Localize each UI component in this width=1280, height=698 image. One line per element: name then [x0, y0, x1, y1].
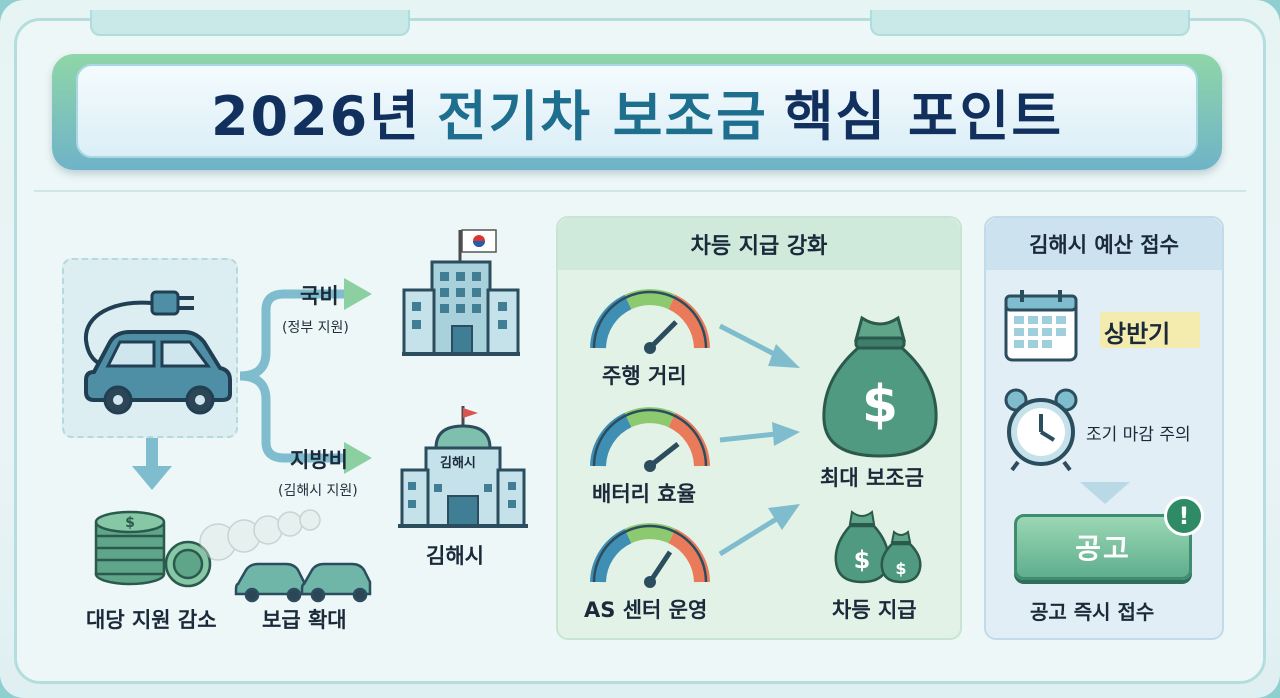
svg-text:$: $ [895, 559, 906, 578]
alarm-clock-icon [1004, 388, 1078, 472]
title-accent: 전기차 보조금 [436, 84, 768, 148]
calendar-icon [1004, 290, 1078, 362]
gauge-label-battery: 배터리 효율 [592, 482, 696, 506]
gauge-icon [590, 289, 710, 354]
title-banner: 2026년 전기차 보조금 핵심 포인트 [52, 54, 1222, 170]
period-label: 상반기 [1104, 320, 1171, 348]
top-tab-left [90, 10, 410, 36]
gauge-icon [590, 523, 710, 588]
notice-button[interactable]: 공고 [1014, 514, 1192, 580]
top-tab-right [870, 10, 1190, 36]
alert-badge-icon: ! [1164, 496, 1204, 536]
money-bag-icon: $ [822, 315, 938, 458]
gauge-icon [590, 407, 710, 472]
national-label: 국비 [300, 284, 339, 308]
period-highlight [1100, 312, 1200, 348]
city-sign: 김해시 [440, 456, 476, 471]
svg-text:$: $ [854, 546, 871, 574]
title-rest: 핵심 포인트 [783, 84, 1064, 148]
coins-and-cars-icon: $ [94, 509, 372, 603]
national-sub: (정부 지원) [282, 320, 349, 336]
divider [34, 190, 1246, 192]
city-label: 김해시 [426, 544, 484, 568]
page-title: 2026년 전기차 보조금 핵심 포인트 [76, 64, 1198, 158]
small-money-bags-icon: $ $ [834, 510, 922, 584]
diff-pay-label: 차등 지급 [832, 598, 917, 622]
ev-car-icon [83, 290, 232, 415]
max-subsidy-label: 최대 보조금 [820, 466, 924, 490]
branch-arrows [239, 278, 372, 474]
down-arrow-icon [132, 438, 172, 490]
converge-arrows [718, 323, 800, 557]
local-label: 지방비 [290, 448, 348, 472]
city-hall-icon [398, 406, 528, 528]
ev-car-panel [62, 258, 238, 438]
early-close-label: 조기 마감 주의 [1086, 425, 1191, 445]
government-building-icon [402, 229, 520, 356]
gauge-label-as: AS 센터 운영 [584, 598, 708, 622]
gauge-label-range: 주행 거리 [602, 364, 687, 388]
down-triangle-icon [1080, 482, 1130, 504]
title-year: 2026년 [210, 84, 421, 148]
svg-text:$: $ [862, 375, 898, 435]
svg-text:$: $ [125, 515, 135, 531]
reduce-label: 대당 지원 감소 [86, 608, 217, 632]
local-sub: (김해시 지원) [278, 483, 358, 499]
differential-header: 차등 지급 강화 [558, 218, 960, 270]
expand-label: 보급 확대 [262, 608, 347, 632]
notice-label: 공고 즉시 접수 [1030, 600, 1155, 624]
budget-header: 김해시 예산 접수 [986, 218, 1222, 270]
